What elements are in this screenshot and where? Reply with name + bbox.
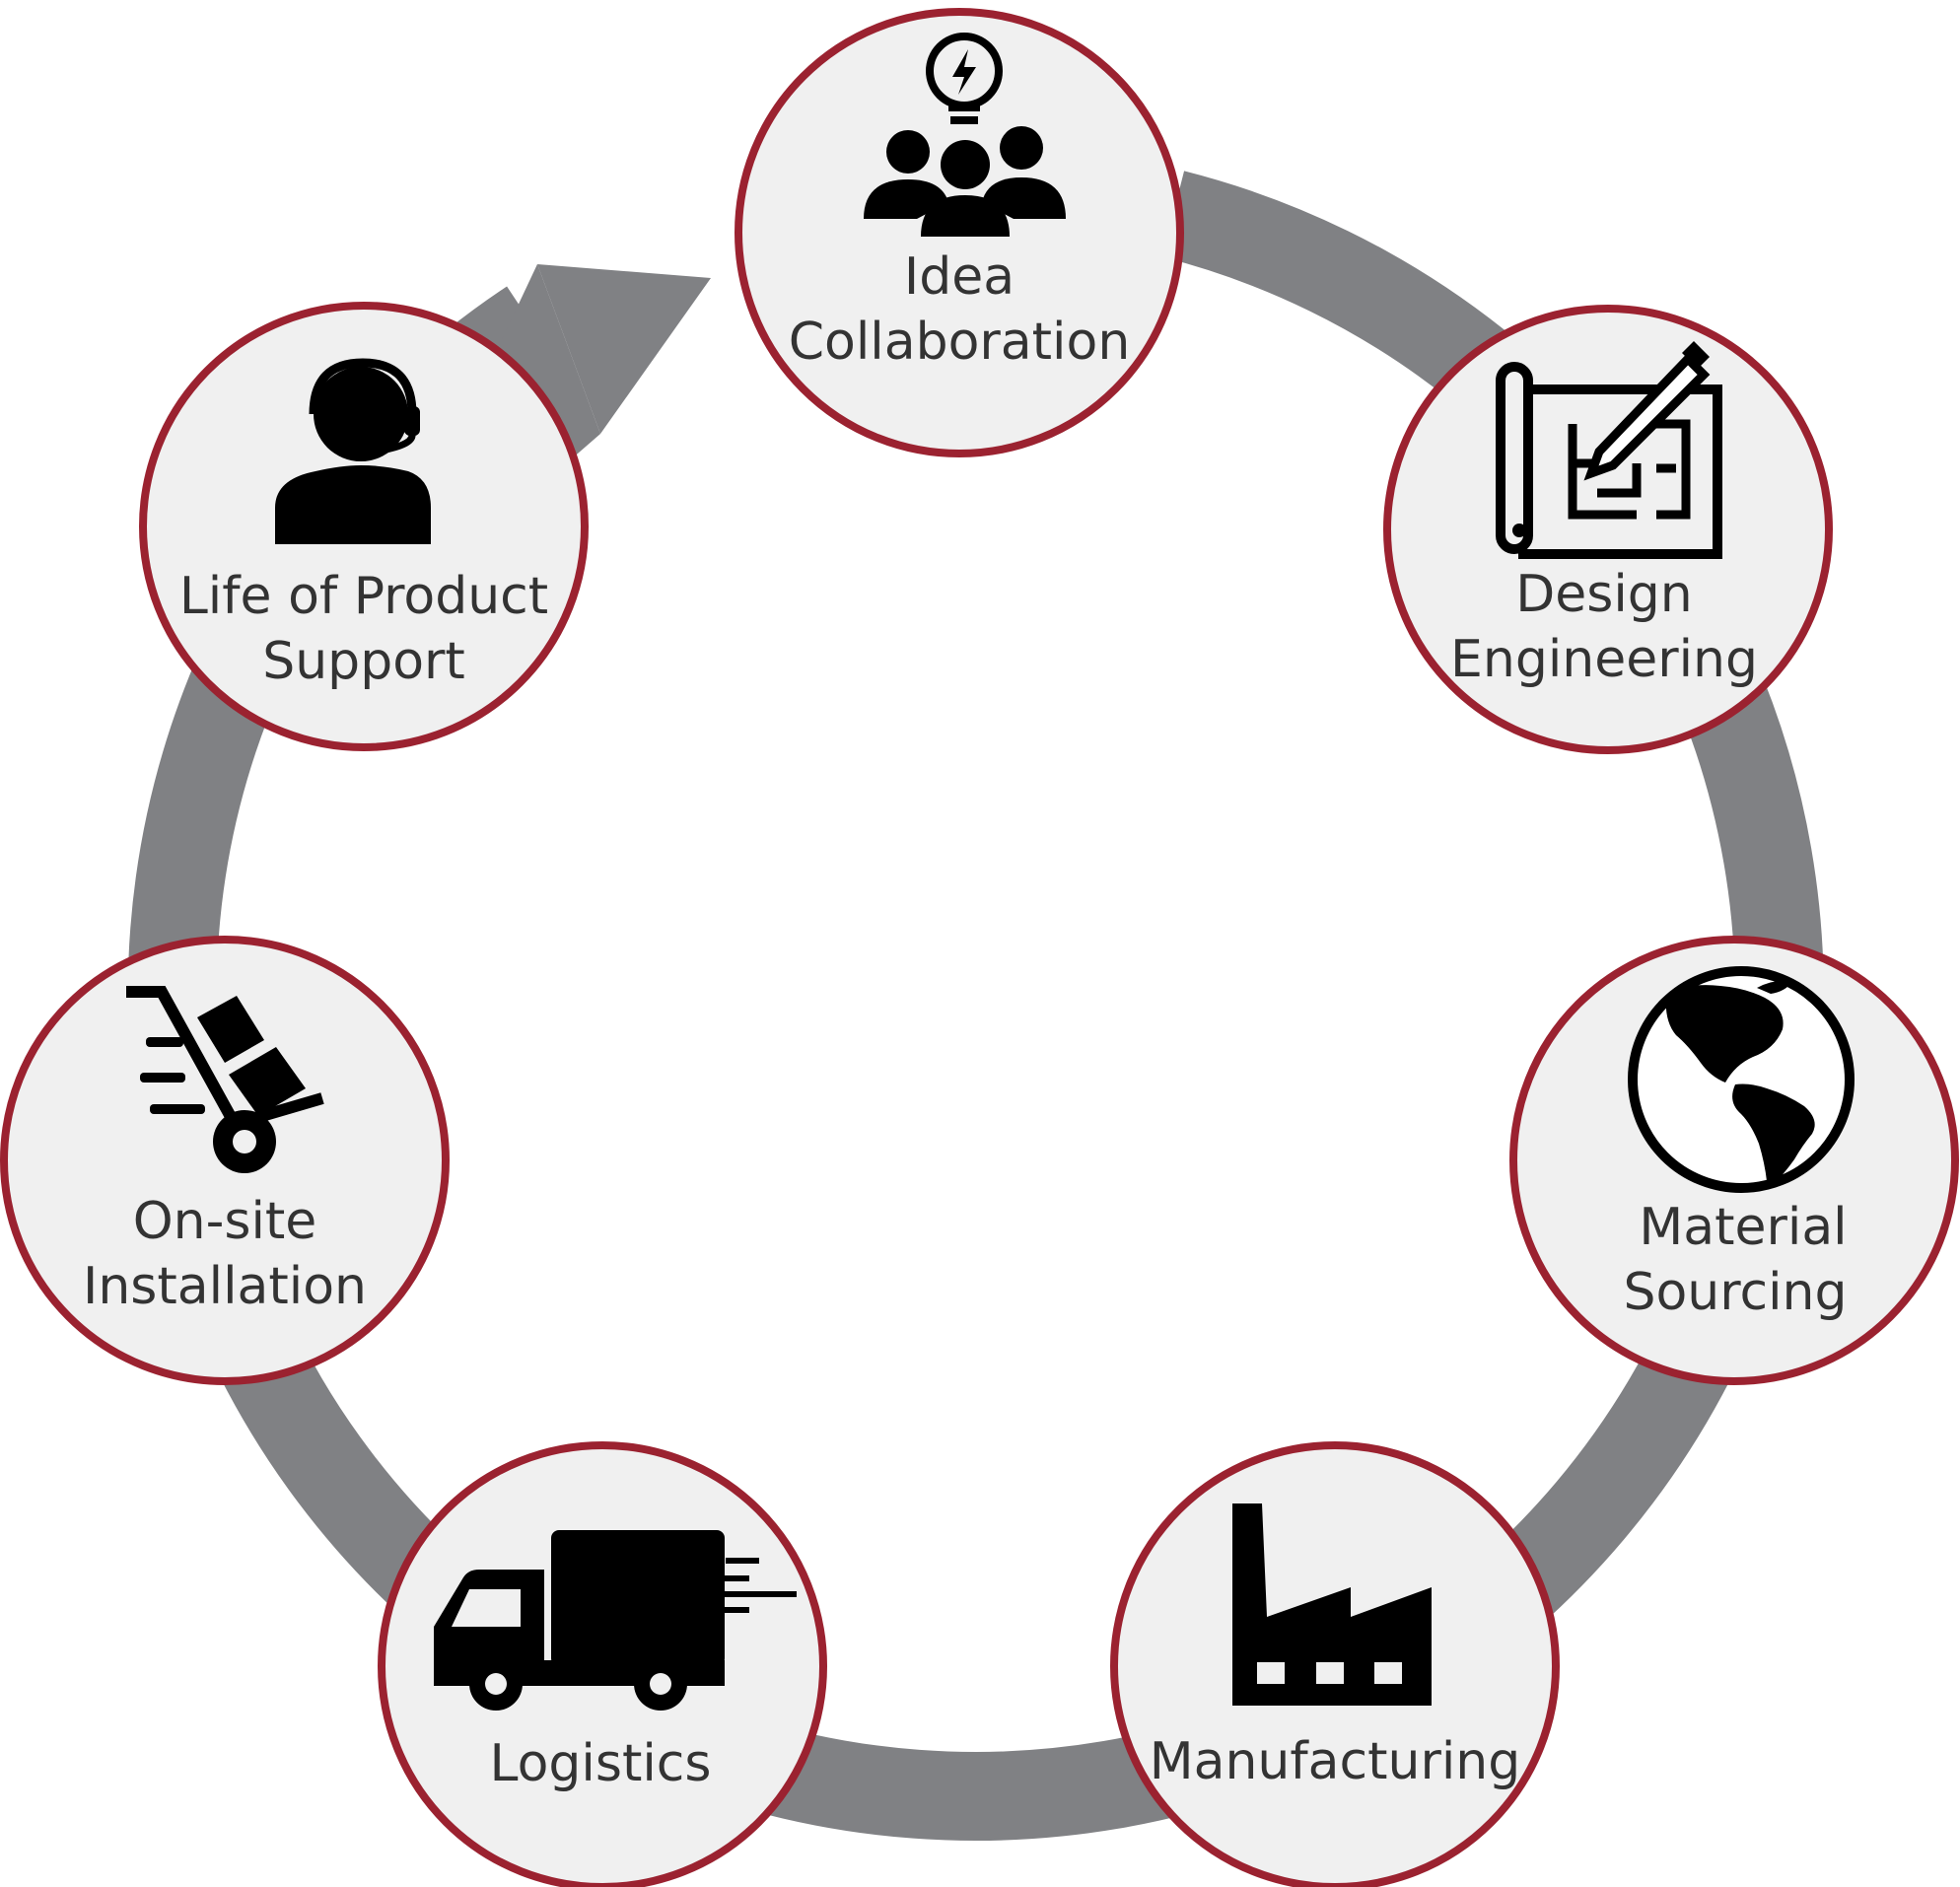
blueprint-pencil-icon <box>1496 341 1722 559</box>
node-label-line-1: Material <box>1639 1198 1847 1257</box>
team-lightbulb-icon <box>864 33 1066 237</box>
node-label-line-1: Life of Product <box>179 567 548 626</box>
node-label-line-1: Idea <box>904 247 1015 307</box>
node-label-line-1: Manufacturing <box>1150 1732 1521 1791</box>
node-label-line-2: Sourcing <box>1623 1263 1847 1322</box>
node-life-of-product-support: Life of Product Support <box>139 302 589 751</box>
node-manufacturing: Manufacturing <box>1110 1441 1560 1887</box>
node-label-line-1: On-site <box>133 1192 317 1251</box>
node-label-line-1: Logistics <box>490 1734 712 1793</box>
truck-icon <box>434 1530 797 1711</box>
hand-truck-icon <box>126 986 324 1173</box>
node-label-line-2: Collaboration <box>789 313 1131 372</box>
node-logistics: Logistics <box>378 1441 827 1887</box>
node-label-line-1: Design <box>1515 565 1693 624</box>
factory-icon <box>1232 1503 1432 1706</box>
node-label-line-2: Installation <box>83 1257 367 1316</box>
node-label-line-2: Support <box>262 632 465 691</box>
node-label-line-2: Engineering <box>1450 630 1758 689</box>
globe-icon <box>1628 966 1855 1193</box>
support-headset-icon <box>275 358 431 544</box>
node-design-engineering: Design Engineering <box>1383 305 1833 754</box>
node-idea-collaboration: Idea Collaboration <box>735 8 1184 457</box>
node-on-site-installation: On-site Installation <box>0 936 450 1385</box>
node-material-sourcing: Material Sourcing <box>1509 936 1959 1385</box>
cycle-arrow-head <box>537 264 711 434</box>
